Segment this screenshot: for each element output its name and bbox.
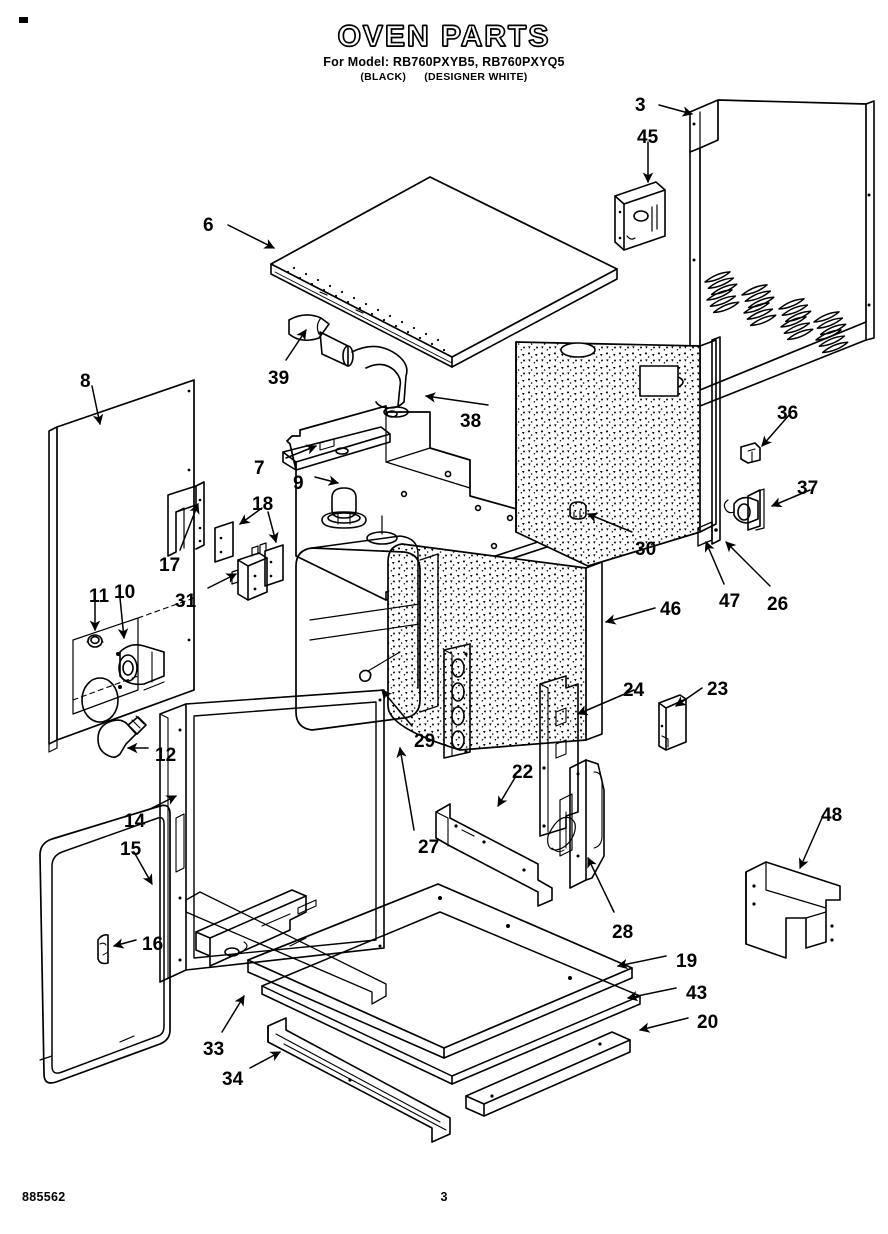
part-12-oven-lamp-bulb — [97, 715, 147, 758]
callout-10: 10 — [114, 582, 136, 603]
callout-18: 18 — [252, 494, 274, 515]
callout-15: 15 — [120, 839, 142, 860]
callout-28: 28 — [612, 922, 634, 943]
part-10-lamp-socket — [81, 644, 165, 723]
part-27-liner-support — [185, 891, 387, 1005]
callout-31: 31 — [175, 591, 197, 612]
part-31-door-switch — [231, 542, 268, 601]
callout-46: 46 — [660, 599, 682, 620]
page-number: 3 — [440, 1190, 448, 1204]
callout-7: 7 — [254, 458, 265, 479]
footer-code: 885562 — [22, 1190, 66, 1204]
callout-11: 11 — [89, 586, 110, 607]
part-18-switch-bracket — [214, 521, 284, 587]
part-20-bottom-trim — [465, 1031, 631, 1117]
callout-20: 20 — [697, 1012, 719, 1033]
callout-39: 39 — [268, 368, 290, 389]
callout-38: 38 — [460, 411, 482, 432]
part-22-bottom-cross-rail — [435, 803, 553, 907]
part-6-top-panel — [270, 176, 618, 368]
part-47-right-rear-corner — [697, 521, 713, 547]
part-29-oven-liner — [295, 535, 439, 731]
part-8-left-side-panel — [48, 379, 195, 753]
part-19-bottom-panel — [247, 883, 633, 1059]
part-39-vent-tube — [288, 314, 354, 367]
part-23-small-bracket — [658, 694, 687, 751]
part-16-gasket-clip — [97, 934, 109, 965]
callout-26: 26 — [767, 594, 789, 615]
callout-45: 45 — [637, 127, 659, 148]
part-7-top-frame-rail — [282, 426, 391, 471]
part-37-terminal-block — [723, 488, 765, 531]
callout-24: 24 — [623, 680, 645, 701]
part-33-side-trim-rail — [195, 889, 307, 967]
callout-27: 27 — [418, 837, 440, 858]
page-footer: 885562 3 — [0, 1190, 888, 1214]
part-15-door-gasket — [39, 804, 171, 1084]
part-26-right-side-panel — [711, 336, 721, 545]
callout-47: 47 — [719, 591, 741, 612]
callout-9: 9 — [293, 473, 304, 494]
callout-37: 37 — [797, 478, 819, 499]
callout-43: 43 — [686, 983, 708, 1004]
registration-mark — [19, 17, 28, 23]
part-30-screw — [569, 501, 587, 520]
finish-white-label: (DESIGNER WHITE) — [424, 71, 528, 84]
callout-30: 30 — [635, 539, 657, 560]
callout-16: 16 — [142, 934, 164, 955]
title-block: OVEN PARTS For Model: RB760PXYB5, RB760P… — [0, 20, 888, 84]
part-46-insulation-wrap — [387, 339, 717, 751]
finish-black-label: (BLACK) — [360, 71, 407, 84]
part-28-door-hinge — [547, 759, 605, 889]
callout-23: 23 — [707, 679, 729, 700]
callout-36: 36 — [777, 403, 799, 424]
callout-19: 19 — [676, 951, 698, 972]
callout-29: 29 — [414, 731, 436, 752]
callout-34: 34 — [222, 1069, 244, 1090]
page-title: OVEN PARTS — [337, 20, 551, 53]
callout-8: 8 — [80, 371, 91, 392]
part-14-front-frame — [159, 689, 385, 983]
part-38-vent-duct — [351, 345, 409, 418]
callout-17: 17 — [159, 555, 181, 576]
callout-48: 48 — [821, 805, 843, 826]
part-36-clip — [740, 442, 761, 464]
model-line: For Model: RB760PXYB5, RB760PXYQ5 — [323, 55, 565, 69]
part-3-rear-panel — [689, 99, 875, 411]
part-45-mounting-bracket — [614, 181, 666, 251]
liner-rack-support — [443, 643, 471, 759]
finish-line: (BLACK) (DESIGNER WHITE) — [0, 71, 888, 84]
callout-22: 22 — [512, 762, 534, 783]
part-9-grommet — [321, 487, 367, 529]
callout-33: 33 — [203, 1039, 225, 1060]
part-48-rear-bracket — [745, 861, 841, 959]
callout-12: 12 — [155, 745, 177, 766]
callout-6: 6 — [203, 215, 214, 236]
part-17-bracket — [167, 481, 205, 557]
part-34-lower-trim-rail — [267, 1017, 451, 1143]
part-11-lamp-nut — [86, 634, 104, 648]
callout-14: 14 — [124, 811, 146, 832]
callout-3: 3 — [635, 95, 646, 116]
